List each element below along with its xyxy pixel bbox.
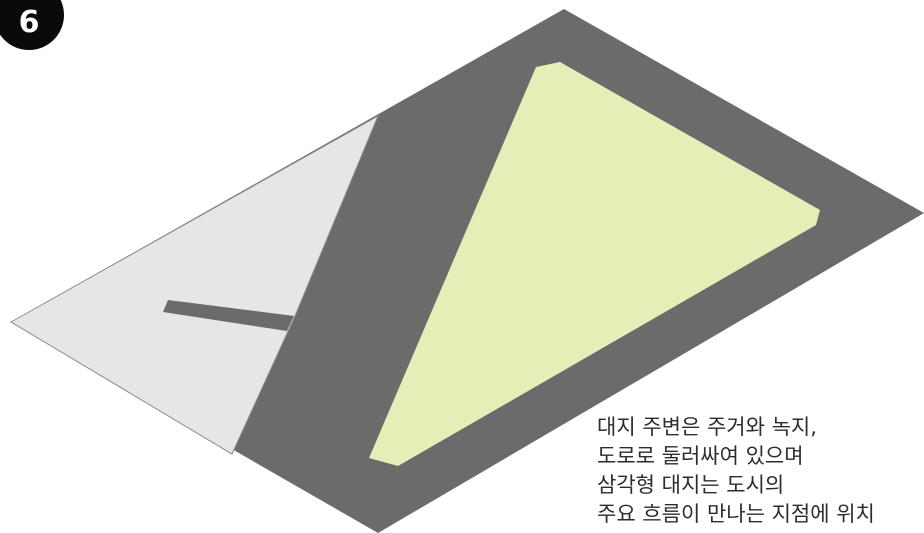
caption-line: 대지 주변은 주거와 녹지, <box>597 415 817 439</box>
side-road <box>163 300 294 331</box>
caption-text: 대지 주변은 주거와 녹지, 도로로 둘러싸여 있으며 삼각형 대지는 도시의 … <box>597 413 924 529</box>
triangular-site <box>369 62 820 466</box>
caption-line: 주요 흐름이 만나는 지점에 위치 <box>597 502 875 526</box>
residential-zone <box>10 114 380 455</box>
caption-line: 도로로 둘러싸여 있으며 <box>597 444 804 468</box>
caption-line: 삼각형 대지는 도시의 <box>597 473 785 497</box>
